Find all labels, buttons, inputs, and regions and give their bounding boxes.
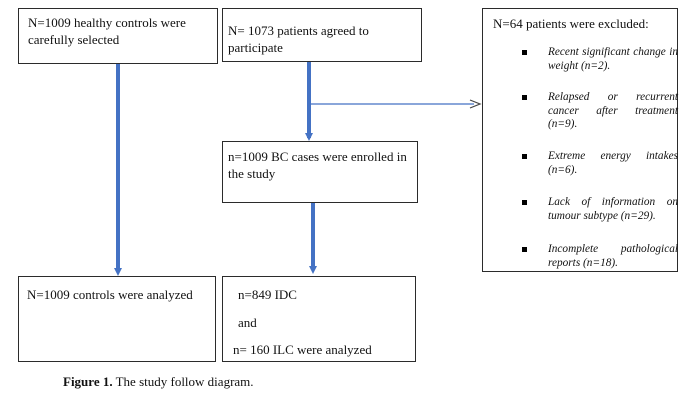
patients-agreed-text: N= 1073 patients agreed to participate — [228, 23, 369, 55]
idc-ilc-box: n=849 IDC and n= 160 ILC were analyzed — [222, 276, 416, 362]
bullet-icon — [522, 200, 527, 205]
excluded-box: N=64 patients were excluded: Recent sign… — [482, 8, 678, 272]
excluded-item-text: Relapsed or recurrent cancer after treat… — [548, 91, 678, 130]
figure-caption: Figure 1. The study follow diagram. — [63, 374, 254, 390]
excluded-title: N=64 patients were excluded: — [493, 16, 649, 31]
caption-text: The study follow diagram. — [115, 374, 254, 389]
arrowhead-bc — [309, 266, 317, 274]
arrowhead-excluded — [469, 99, 482, 109]
ilc-text: n= 160 ILC were analyzed — [233, 342, 372, 357]
excluded-item-text: Recent significant change in weight (n=2… — [548, 46, 678, 72]
healthy-controls-box: N=1009 healthy controls were carefully s… — [18, 8, 218, 64]
excluded-item-text: Incomplete pathological reports (n=18). — [548, 243, 678, 269]
bullet-icon — [522, 95, 527, 100]
caption-label: Figure 1. — [63, 374, 113, 389]
controls-analyzed-text: N=1009 controls were analyzed — [27, 287, 193, 302]
bullet-icon — [522, 154, 527, 159]
arrowhead-patients — [305, 133, 313, 141]
controls-analyzed-box: N=1009 controls were analyzed — [18, 276, 216, 362]
bc-enrolled-box: n=1009 BC cases were enrolled in the stu… — [222, 141, 418, 203]
bullet-icon — [522, 247, 527, 252]
idc-text: n=849 IDC — [238, 287, 297, 302]
excluded-item-text: Extreme energy intakes (n=6). — [548, 150, 678, 176]
arrowhead-controls — [114, 268, 122, 276]
healthy-controls-text: N=1009 healthy controls were carefully s… — [28, 15, 186, 47]
and-text: and — [238, 315, 257, 330]
bc-enrolled-text: n=1009 BC cases were enrolled in the stu… — [228, 149, 407, 181]
bullet-icon — [522, 50, 527, 55]
excluded-item-text: Lack of information on tumour subtype (n… — [548, 196, 678, 222]
patients-agreed-box: N= 1073 patients agreed to participate — [222, 8, 422, 62]
